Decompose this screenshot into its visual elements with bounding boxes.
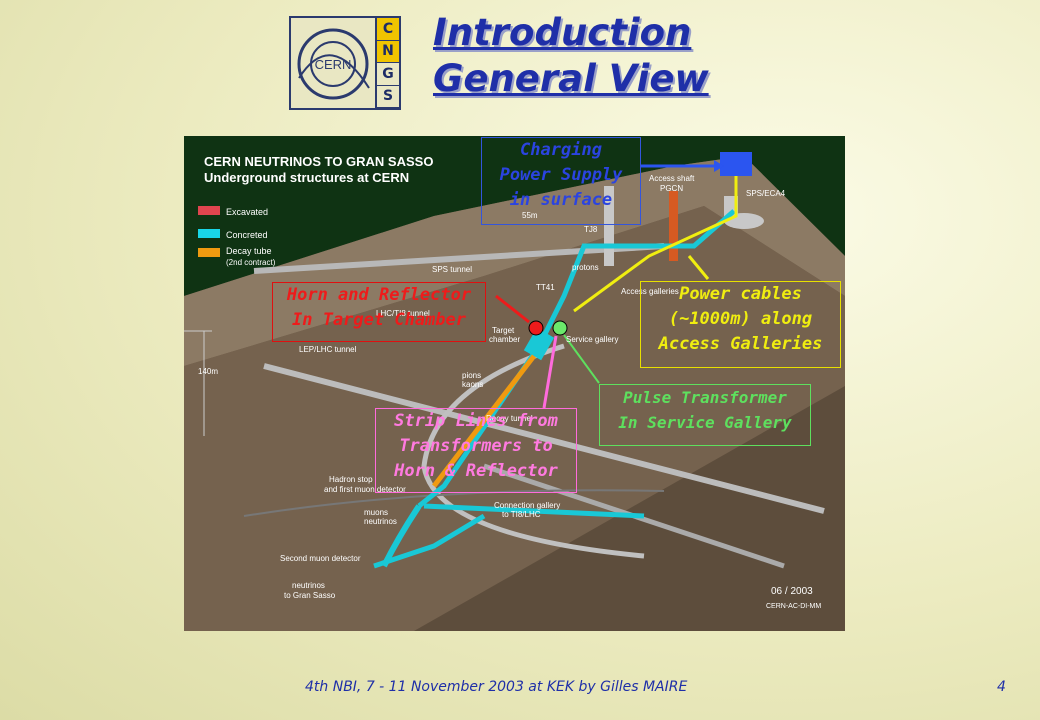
callout-charging-power-supply: Charging Power Supply in surface	[481, 137, 641, 225]
callout-line: Transformers to	[399, 436, 553, 456]
callout-power-cables: Power cables (~1000m) along Access Galle…	[640, 281, 841, 368]
logo-letter: C	[375, 18, 399, 41]
legend-concreted: Concreted	[226, 230, 268, 240]
callout-line: In Service Gallery	[618, 413, 792, 432]
label-hadron-stop: Hadron stop	[329, 475, 373, 484]
callout-line: (~1000m) along	[668, 309, 813, 329]
legend-decay-tube: Decay tube	[226, 246, 272, 256]
title-line-1: Introduction	[433, 11, 692, 54]
label-credit: CERN-AC-DI-MM	[766, 603, 821, 610]
label-lhc-ti8-tunnel: LHC/TI8 tunnel	[376, 309, 430, 318]
label-date: 06 / 2003	[771, 586, 813, 597]
label-service-gallery: Service gallery	[566, 335, 618, 344]
logo-letter: G	[375, 63, 399, 86]
label-second-muon-detector: Second muon detector	[280, 554, 361, 563]
callout-line: Strip Lines from	[394, 411, 558, 431]
figure-svg: CERN NEUTRINOS TO GRAN SASSO Underground…	[184, 136, 845, 631]
label-depth-140m: 140m	[198, 367, 218, 376]
callout-horn-reflector: Horn and Reflector In Target Chamber	[272, 282, 486, 342]
cern-logo-text: CERN	[315, 57, 352, 72]
cngs-letters: C N G S	[375, 18, 399, 108]
callout-line: Horn & Reflector	[394, 461, 558, 481]
figure-heading: CERN NEUTRINOS TO GRAN SASSO	[204, 154, 433, 169]
callout-line: In Target Chamber	[292, 310, 466, 330]
callout-line: in surface	[509, 190, 613, 210]
label-lep-lhc-tunnel: LEP/LHC tunnel	[299, 345, 357, 354]
callout-line: Power cables	[679, 284, 802, 304]
label-pgcn: PGCN	[660, 184, 683, 193]
label-pions: pions	[462, 371, 481, 380]
slide-title: Introduction General View	[433, 10, 709, 102]
figure-subheading: Underground structures at CERN	[204, 170, 409, 185]
label-neutrinos-gs: neutrinos	[292, 581, 325, 590]
label-sps-eca4: SPS/ECA4	[746, 189, 786, 198]
label-sps-tunnel: SPS tunnel	[432, 265, 472, 274]
cern-logo-icon: CERN	[297, 28, 370, 100]
legend-excavated: Excavated	[226, 207, 268, 217]
page-number: 4	[997, 679, 1006, 695]
callout-line: Horn and Reflector	[286, 285, 472, 305]
callout-line: Pulse Transformer	[623, 388, 787, 407]
callout-strip-lines: Strip Lines from Transformers to Horn & …	[375, 408, 577, 493]
label-tt41: TT41	[536, 283, 555, 292]
label-target: Target	[492, 326, 515, 335]
label-kaons: kaons	[462, 380, 483, 389]
callout-line: Access Galleries	[658, 334, 823, 354]
footer-text: 4th NBI, 7 - 11 November 2003 at KEK by …	[305, 679, 688, 695]
logo-letter: N	[375, 40, 399, 63]
title-line-2: General View	[433, 57, 709, 100]
callout-line: Power Supply	[499, 165, 623, 185]
label-access-shaft: Access shaft	[649, 174, 695, 183]
label-to-gran-sasso: to Gran Sasso	[284, 591, 336, 600]
logo-letter: S	[375, 85, 399, 108]
legend-decay-tube-sub: (2nd contract)	[226, 258, 276, 267]
cern-cngs-logo: CERN C N G S	[289, 16, 401, 110]
label-decay-tunnel: Decay tunnel	[486, 414, 533, 423]
label-muons: muons	[364, 508, 388, 517]
label-connection-gallery: Connection gallery	[494, 501, 560, 510]
label-neutrinos: neutrinos	[364, 517, 397, 526]
label-first-muon-detector: and first muon detector	[324, 485, 406, 494]
label-to-ti8-lhc: to TI8/LHC	[502, 510, 541, 519]
callout-pulse-transformer: Pulse Transformer In Service Gallery	[599, 384, 811, 446]
label-depth-55m: 55m	[522, 211, 538, 220]
label-tj8: TJ8	[584, 225, 598, 234]
label-chamber: chamber	[489, 335, 520, 344]
underground-structures-figure: CERN NEUTRINOS TO GRAN SASSO Underground…	[184, 136, 845, 631]
callout-line: Charging	[520, 140, 602, 160]
label-access-galleries: Access galleries	[621, 287, 679, 296]
label-protons: protons	[572, 263, 599, 272]
